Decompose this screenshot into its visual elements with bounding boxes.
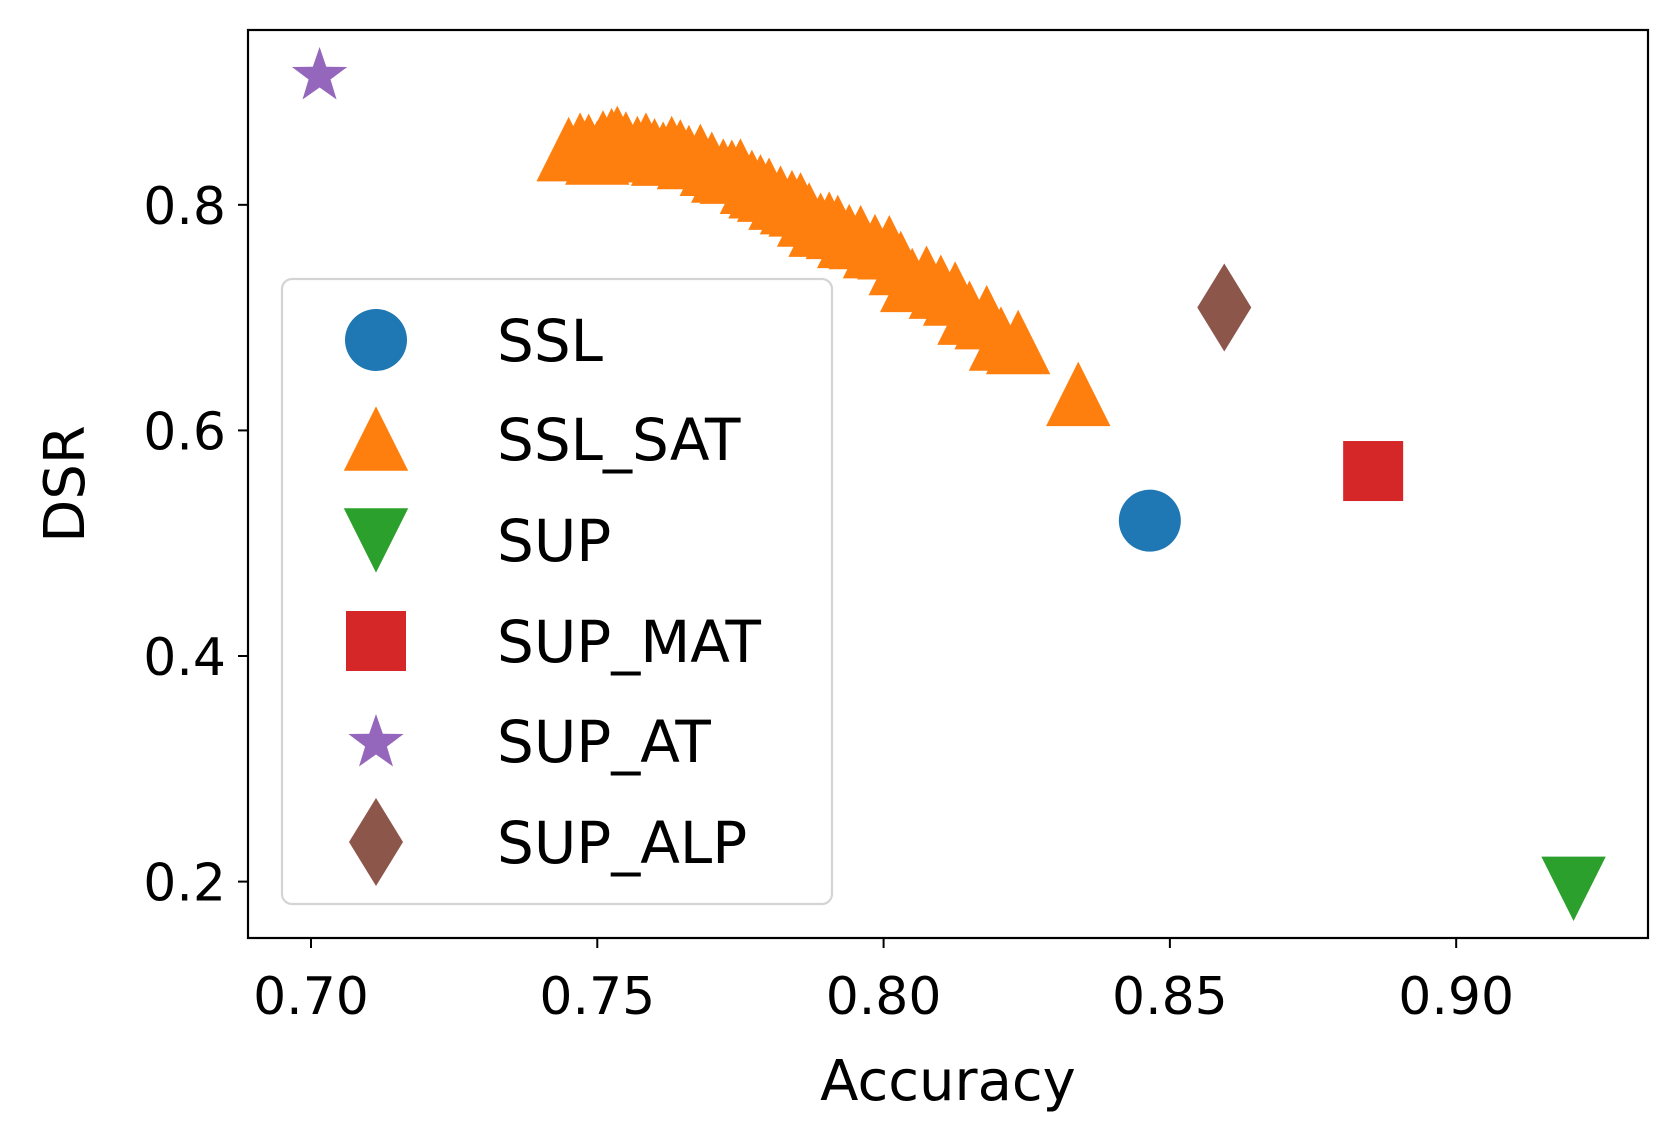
marker-sup-mat-0 xyxy=(1343,441,1404,502)
x-tick-label-1: 0.75 xyxy=(539,967,655,1027)
legend-label-ssl-sat: SSL_SAT xyxy=(497,406,741,474)
y-tick-label-1: 0.4 xyxy=(143,628,226,688)
legend-marker-sup-at xyxy=(348,714,404,767)
marker-sup-0 xyxy=(1541,856,1606,922)
y-tick-label-3: 0.8 xyxy=(143,177,226,237)
x-tick-label-0: 0.70 xyxy=(253,967,369,1027)
plot-frame xyxy=(246,28,1650,940)
legend-label-sup: SUP xyxy=(497,507,611,575)
legend-label-ssl: SSL xyxy=(497,307,603,375)
x-axis-label: Accuracy xyxy=(820,1049,1076,1114)
marker-ssl-sat-42 xyxy=(985,309,1051,375)
marker-ssl-0 xyxy=(1118,489,1181,552)
legend-marker-sup-mat xyxy=(346,611,406,671)
legend-marker-sup xyxy=(343,508,409,573)
x-tick-label-3: 0.85 xyxy=(1112,967,1228,1027)
legend-marker-sup-alp xyxy=(349,798,403,886)
marker-sup-alp-0 xyxy=(1197,263,1252,352)
legend-label-sup-alp: SUP_ALP xyxy=(497,809,747,877)
legend-box xyxy=(280,277,834,906)
x-tick-label-2: 0.80 xyxy=(826,967,942,1027)
y-tick-label-0: 0.2 xyxy=(143,854,226,914)
legend: SSL SSL_SAT SUP SUP_MAT SUP_AT SUP_ALP xyxy=(280,277,834,906)
y-axis-label: DSR xyxy=(33,425,98,543)
marker-sup-at-0 xyxy=(292,47,348,100)
legend-label-sup-mat: SUP_MAT xyxy=(497,608,761,676)
legend-label-sup-at: SUP_AT xyxy=(497,708,711,776)
x-axis-ticks: 0.70 0.75 0.80 0.85 0.90 xyxy=(253,938,1514,1027)
marker-ssl-sat-43 xyxy=(1046,361,1111,427)
x-tick-label-4: 0.90 xyxy=(1398,967,1514,1027)
data-markers xyxy=(292,47,1606,922)
y-tick-label-2: 0.6 xyxy=(143,402,226,462)
legend-marker-ssl-sat xyxy=(343,406,409,471)
y-axis-ticks: 0.2 0.4 0.6 0.8 xyxy=(143,177,248,914)
legend-marker-ssl xyxy=(345,309,407,371)
